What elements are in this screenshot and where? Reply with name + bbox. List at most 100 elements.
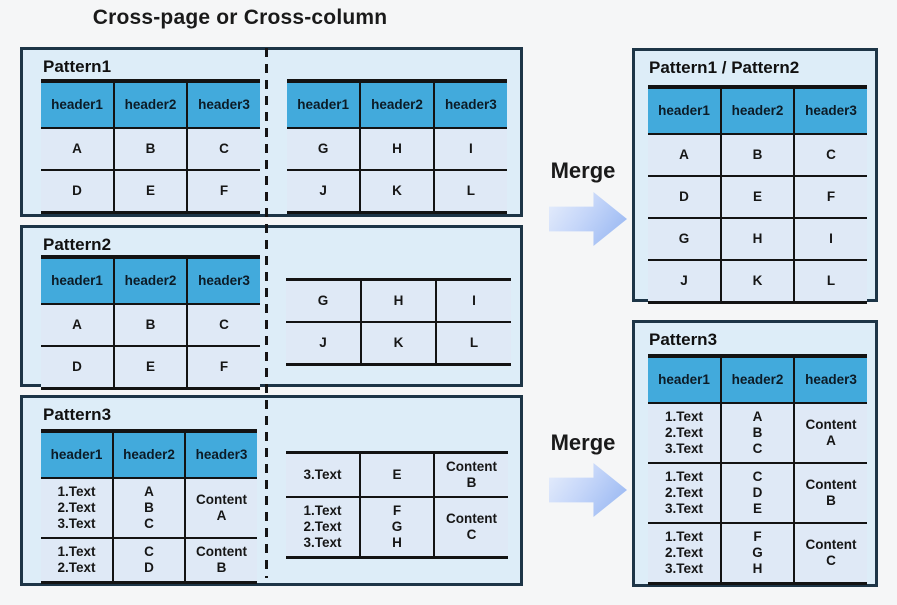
table-cell: A B C	[720, 402, 795, 464]
table-cell: 1.Text 2.Text 3.Text	[286, 496, 361, 559]
table-cell: G	[286, 278, 362, 323]
column-header: header2	[113, 81, 188, 129]
column-header: header3	[793, 356, 867, 404]
column-header: header2	[112, 431, 186, 479]
table-cell: 1.Text 2.Text 3.Text	[648, 522, 722, 585]
column-header: header1	[41, 257, 115, 305]
column-header: header3	[793, 87, 867, 135]
table-cell: J	[287, 169, 362, 214]
table-cell: H	[359, 127, 435, 171]
table-cell: Content A	[184, 477, 257, 539]
merged-pattern3-label: Pattern3	[649, 330, 718, 349]
table-cell: Content C	[793, 522, 867, 585]
table-cell: D	[41, 169, 115, 214]
table-cell: C D	[112, 537, 186, 584]
table-cell: Content B	[433, 451, 508, 498]
diagram-title: Cross-page or Cross-column	[92, 6, 388, 29]
table-cell: K	[359, 169, 435, 214]
column-header: header3	[186, 81, 260, 129]
column-header: header3	[184, 431, 257, 479]
table-cell: 1.Text 2.Text 3.Text	[648, 402, 722, 464]
table-cell: K	[360, 321, 437, 366]
table-cell: C	[793, 133, 867, 177]
table-cell: C D E	[720, 462, 795, 524]
table-cell: I	[435, 278, 511, 323]
table-cell: K	[720, 259, 795, 304]
table-cell: 1.Text 2.Text	[41, 537, 114, 584]
column-header: header2	[113, 257, 188, 305]
column-header: header3	[186, 257, 260, 305]
column-header: header2	[720, 87, 795, 135]
table-cell: F	[186, 345, 260, 390]
table-cell: I	[432, 127, 507, 171]
table-cell: A	[648, 133, 722, 177]
table-cell: L	[793, 259, 867, 304]
table-cell: F G H	[359, 496, 435, 559]
table-cell: 1.Text 2.Text 3.Text	[41, 477, 114, 539]
merge-arrow-icon-2	[549, 463, 627, 517]
table-cell: E	[113, 345, 188, 390]
table-cell: F	[186, 169, 260, 214]
column-header: header1	[648, 356, 722, 404]
table-cell: A	[41, 303, 115, 347]
table-cell: J	[648, 259, 722, 304]
column-header: header1	[41, 431, 114, 479]
table-cell: E	[359, 451, 435, 498]
pattern2-label: Pattern2	[43, 235, 112, 254]
table-cell: A B C	[112, 477, 186, 539]
table-cell: F	[793, 175, 867, 219]
merged-pattern12-label: Pattern1 / Pattern2	[649, 58, 800, 77]
column-header: header3	[432, 81, 507, 129]
column-header: header2	[359, 81, 435, 129]
table-cell: L	[432, 169, 507, 214]
table-cell: Content B	[184, 537, 257, 584]
table-cell: H	[720, 217, 795, 261]
table-cell: I	[793, 217, 867, 261]
table-cell: G	[287, 127, 362, 171]
column-header: header1	[287, 81, 362, 129]
table-cell: 3.Text	[286, 451, 361, 498]
table-cell: B	[113, 127, 188, 171]
column-header: header1	[41, 81, 115, 129]
table-cell: D	[41, 345, 115, 390]
merge-label-1: Merge	[550, 158, 616, 183]
table-cell: J	[286, 321, 362, 366]
table-cell: Content B	[793, 462, 867, 524]
table-cell: 1.Text 2.Text 3.Text	[648, 462, 722, 524]
table-cell: A	[41, 127, 115, 171]
table-cell: D	[648, 175, 722, 219]
table-cell: G	[648, 217, 722, 261]
